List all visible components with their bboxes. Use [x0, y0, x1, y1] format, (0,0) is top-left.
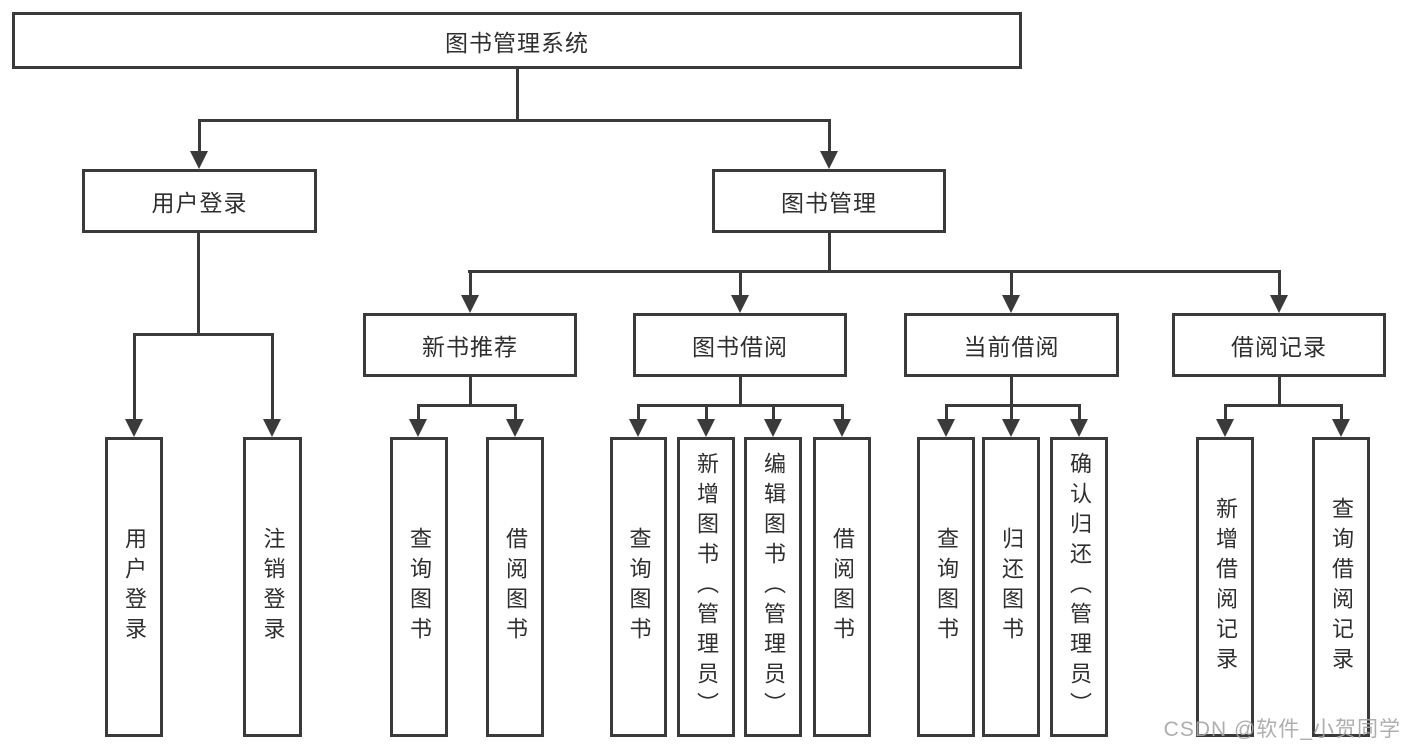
connector-line	[197, 233, 200, 335]
connector-line	[198, 119, 831, 122]
node-user-login-branch: 用户登录	[82, 169, 317, 233]
leaf-label: 新增借阅记录	[1213, 497, 1238, 677]
arrowhead-down-icon	[833, 419, 851, 437]
leaf-user-login: 用户登录	[105, 437, 163, 737]
connector-line	[417, 404, 420, 421]
leaf-add-borrow-record: 新增借阅记录	[1196, 437, 1254, 737]
leaf-label: 查询图书	[407, 527, 432, 647]
connector-line	[468, 270, 1281, 273]
connector-line	[637, 404, 640, 421]
leaf-borrow-books-borrowing: 借阅图书	[813, 437, 871, 737]
node-label: 图书管理系统	[445, 29, 589, 56]
connector-line	[198, 119, 201, 153]
connector-line	[469, 270, 472, 297]
connector-line	[772, 404, 775, 421]
arrowhead-down-icon	[1002, 419, 1020, 437]
leaf-query-books-borrowing: 查询图书	[610, 437, 667, 737]
arrowhead-down-icon	[190, 151, 208, 169]
leaf-add-books-admin: 新增图书（管理员）	[677, 437, 735, 737]
arrowhead-down-icon	[1002, 295, 1020, 313]
connector-line	[945, 404, 948, 421]
connector-line	[133, 333, 274, 336]
leaf-label: 用户登录	[122, 527, 147, 647]
node-label: 图书管理	[781, 190, 877, 216]
connector-line	[1078, 404, 1081, 421]
csdn-watermark: CSDN @软件_小贺同学	[1163, 718, 1401, 741]
connector-line	[739, 270, 742, 297]
connector-line	[945, 404, 1081, 407]
node-label: 当前借阅	[963, 334, 1060, 360]
connector-line	[1224, 404, 1227, 421]
arrowhead-down-icon	[409, 419, 427, 437]
node-current-borrowing: 当前借阅	[904, 313, 1119, 377]
connector-line	[1278, 270, 1281, 297]
connector-line	[271, 333, 274, 421]
leaf-label: 归还图书	[999, 527, 1024, 647]
connector-line	[516, 69, 519, 119]
leaf-return-books: 归还图书	[982, 437, 1040, 737]
arrowhead-down-icon	[764, 419, 782, 437]
leaf-label: 借阅图书	[503, 527, 528, 647]
connector-line	[1010, 377, 1013, 406]
arrowhead-down-icon	[263, 419, 281, 437]
leaf-edit-books-admin: 编辑图书（管理员）	[744, 437, 802, 737]
arrowhead-down-icon	[461, 295, 479, 313]
node-book-management-branch: 图书管理	[712, 169, 946, 233]
node-library-management-system: 图书管理系统	[12, 12, 1022, 69]
connector-line	[1010, 270, 1013, 297]
connector-line	[469, 377, 472, 406]
connector-line	[637, 404, 844, 407]
leaf-confirm-return-admin: 确认归还（管理员）	[1050, 437, 1108, 737]
connector-line	[828, 119, 831, 153]
connector-line	[1010, 404, 1013, 421]
arrowhead-down-icon	[506, 419, 524, 437]
leaf-logout: 注销登录	[243, 437, 302, 737]
leaf-label: 编辑图书（管理员）	[761, 452, 786, 722]
leaf-label: 借阅图书	[830, 527, 855, 647]
connector-line	[1278, 377, 1281, 406]
connector-line	[133, 333, 136, 421]
leaf-borrow-books-recommend: 借阅图书	[486, 437, 544, 737]
connector-line	[705, 404, 708, 421]
leaf-label: 新增图书（管理员）	[694, 452, 719, 722]
leaf-label: 查询图书	[934, 527, 959, 647]
leaf-query-books-current: 查询图书	[917, 437, 975, 737]
node-new-book-recommendation: 新书推荐	[363, 313, 577, 377]
connector-line	[1224, 404, 1343, 407]
node-label: 图书借阅	[692, 334, 788, 360]
arrowhead-down-icon	[731, 295, 749, 313]
leaf-label: 查询图书	[626, 527, 652, 647]
arrowhead-down-icon	[1216, 419, 1234, 437]
leaf-query-books-recommend: 查询图书	[390, 437, 448, 737]
arrowhead-down-icon	[697, 419, 715, 437]
arrowhead-down-icon	[125, 419, 143, 437]
connector-line	[514, 404, 517, 421]
connector-line	[739, 377, 742, 406]
arrowhead-down-icon	[820, 151, 838, 169]
leaf-label: 注销登录	[260, 527, 286, 647]
arrowhead-down-icon	[1270, 295, 1288, 313]
leaf-label: 确认归还（管理员）	[1067, 452, 1092, 722]
arrowhead-down-icon	[937, 419, 955, 437]
connector-line	[417, 404, 517, 407]
connector-line	[841, 404, 844, 421]
arrowhead-down-icon	[1070, 419, 1088, 437]
node-book-borrowing: 图书借阅	[633, 313, 847, 377]
leaf-label: 查询借阅记录	[1329, 497, 1354, 677]
arrowhead-down-icon	[629, 419, 647, 437]
node-borrowing-records: 借阅记录	[1172, 313, 1386, 377]
arrowhead-down-icon	[1332, 419, 1350, 437]
connector-line	[1340, 404, 1343, 421]
node-label: 用户登录	[151, 190, 248, 216]
connector-line	[828, 233, 831, 272]
node-label: 新书推荐	[422, 334, 518, 360]
node-label: 借阅记录	[1231, 334, 1327, 360]
leaf-query-borrow-record: 查询借阅记录	[1312, 437, 1370, 737]
